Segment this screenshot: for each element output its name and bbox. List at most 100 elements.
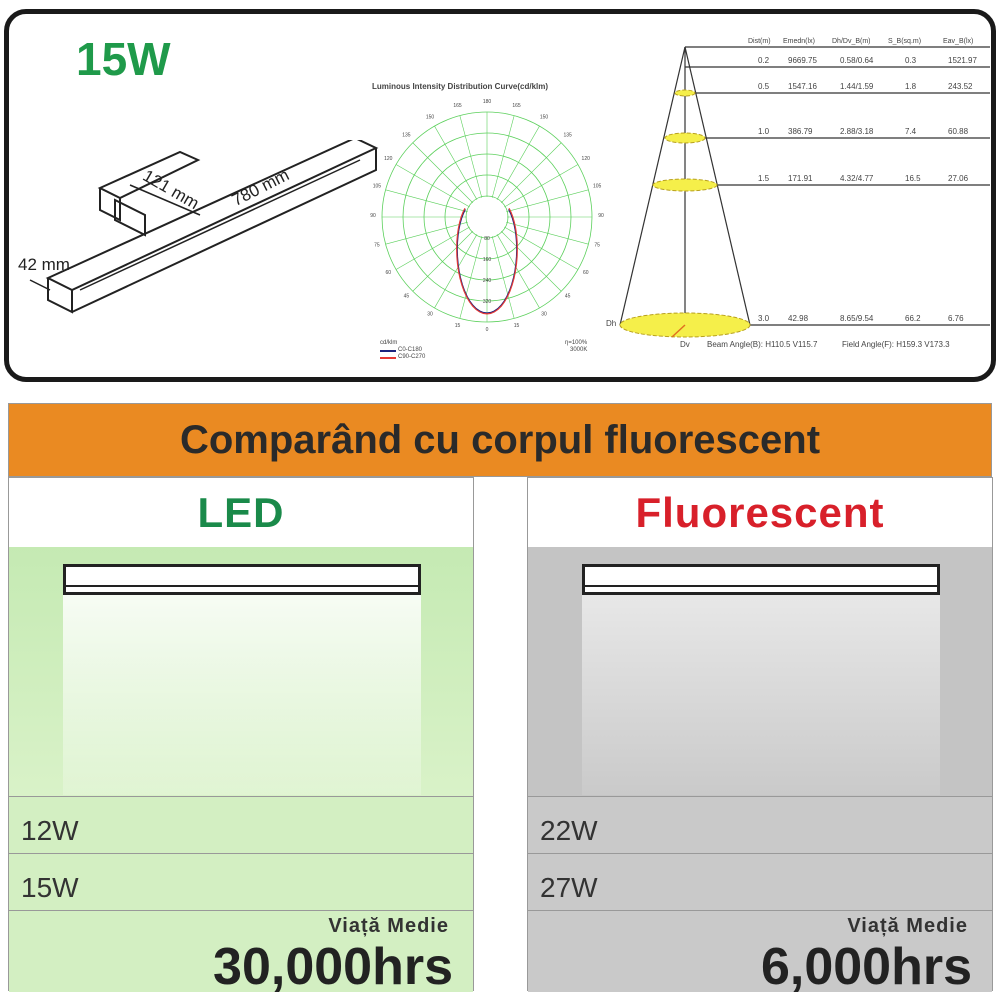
fluorescent-lamp-icon [582,564,940,595]
fluorescent-row: 27W [528,853,992,910]
spec-panel [4,9,996,382]
angle-label: 30 [427,312,433,318]
polar-spoke [395,164,470,208]
cone-table-cell: 0.5 [758,82,770,91]
angle-label: 120 [384,156,393,162]
cone-table-cell: 4.32/4.77 [840,174,874,183]
angle-label: 0 [486,327,489,333]
radial-label: 240 [483,278,492,284]
cone-table-header-cell: Dist(m) [748,38,771,45]
led-lamp-icon [63,564,421,595]
legend-c90-line [380,357,396,359]
angle-label: 165 [512,103,521,109]
angle-label: 75 [374,243,380,249]
fluorescent-heading: Fluorescent [528,478,992,547]
angle-label: 150 [426,114,435,120]
angle-label: 60 [583,270,589,276]
fluorescent-row: 22W [528,796,992,853]
led-row: 12W [9,796,473,853]
intensity-curve [456,209,518,314]
cone-table-header-cell: Emedn(lx) [783,38,815,45]
cone-table-cell: 0.2 [758,56,770,65]
polar-spoke [434,125,478,200]
angle-label: 120 [582,156,591,162]
cone-table-cell: 27.06 [948,174,969,183]
cone-table-cell: 243.52 [948,82,973,91]
polar-spoke [434,234,478,309]
angle-label: 45 [404,294,410,300]
cone-table-cell: 1.0 [758,127,770,136]
angle-label: 90 [370,213,376,219]
polar-spoke [459,236,483,319]
polar-spoke [500,142,562,204]
fluorescent-light-beam [582,595,940,795]
legend-c0: C0-C180 [398,347,423,353]
polar-spoke [504,164,579,208]
cone-table-header-cell: S_B(sq.m) [888,38,922,45]
radial-label: 160 [483,257,492,263]
polar-spoke [506,221,589,245]
angle-label: 105 [593,183,602,189]
polar-spoke [412,230,474,292]
intensity-curve [456,207,518,315]
cone-table-cell: 386.79 [788,127,813,136]
led-life-label: Viață Medie [328,915,449,937]
cone-table-cell: 1.44/1.59 [840,82,874,91]
polar-spoke [496,125,540,200]
angle-label: 30 [541,312,547,318]
radial-label: 320 [483,299,492,305]
angle-label: 150 [540,114,549,120]
cone-table-cell: 1.8 [905,82,917,91]
beam-angle: Beam Angle(B): H110.5 V115.7 [707,340,818,349]
led-heading: LED [9,478,473,547]
polar-spoke [496,234,540,309]
cct-note: 3000K [570,347,588,353]
legend-c0-line [380,350,396,352]
fluorescent-life-label: Viață Medie [847,915,968,937]
angle-label: 180 [483,99,492,105]
cone-table-cell: 1521.97 [948,56,977,65]
polar-spoke [491,236,515,319]
fluorescent-illustration [528,547,992,796]
cone-table-cell: 60.88 [948,127,969,136]
cone-table-cell: 1.5 [758,174,770,183]
polar-chart: 1801651651501501351351201201051059090757… [370,99,604,333]
angle-label: 60 [385,270,391,276]
cone-table-cell: 2.88/3.18 [840,127,874,136]
polar-spoke [491,115,515,198]
fixture-drawing [29,140,379,314]
cone-table-cell: 171.91 [788,174,813,183]
angle-label: 135 [563,132,572,138]
cone-table-cell: 42.98 [788,314,809,323]
cone-table-cell: 7.4 [905,127,917,136]
cone-table-cell: 66.2 [905,314,921,323]
cone-table-cell: 16.5 [905,174,921,183]
cone-table-cell: 6.76 [948,314,964,323]
dh-label: Dh [606,319,617,328]
angle-label: 15 [514,323,520,329]
field-angle: Field Angle(F): H159.3 V173.3 [842,340,950,349]
cone-table-cell: 3.0 [758,314,770,323]
angle-label: 165 [453,103,462,109]
led-illustration [9,547,473,796]
angle-label: 75 [594,243,600,249]
polar-spoke [500,230,562,292]
efficiency-note: η=100% [565,340,588,346]
angle-label: 90 [598,213,604,219]
polar-spoke [385,189,468,213]
cone-table-cell: 0.58/0.64 [840,56,874,65]
polar-spoke [506,189,589,213]
fluorescent-life-value: 6,000hrs [760,938,972,996]
wattage-label: 15W [76,33,171,85]
cone-table-cell: 9669.75 [788,56,817,65]
angle-label: 15 [455,323,461,329]
cone-table-cell: 0.3 [905,56,917,65]
dv-label: Dv [680,340,690,349]
polar-spoke [459,115,483,198]
cone-table-header-cell: Dh/Dv_B(m) [832,38,871,45]
legend-c90: C90-C270 [398,354,426,360]
polar-chart-title: Luminous Intensity Distribution Curve(cd… [372,82,549,91]
